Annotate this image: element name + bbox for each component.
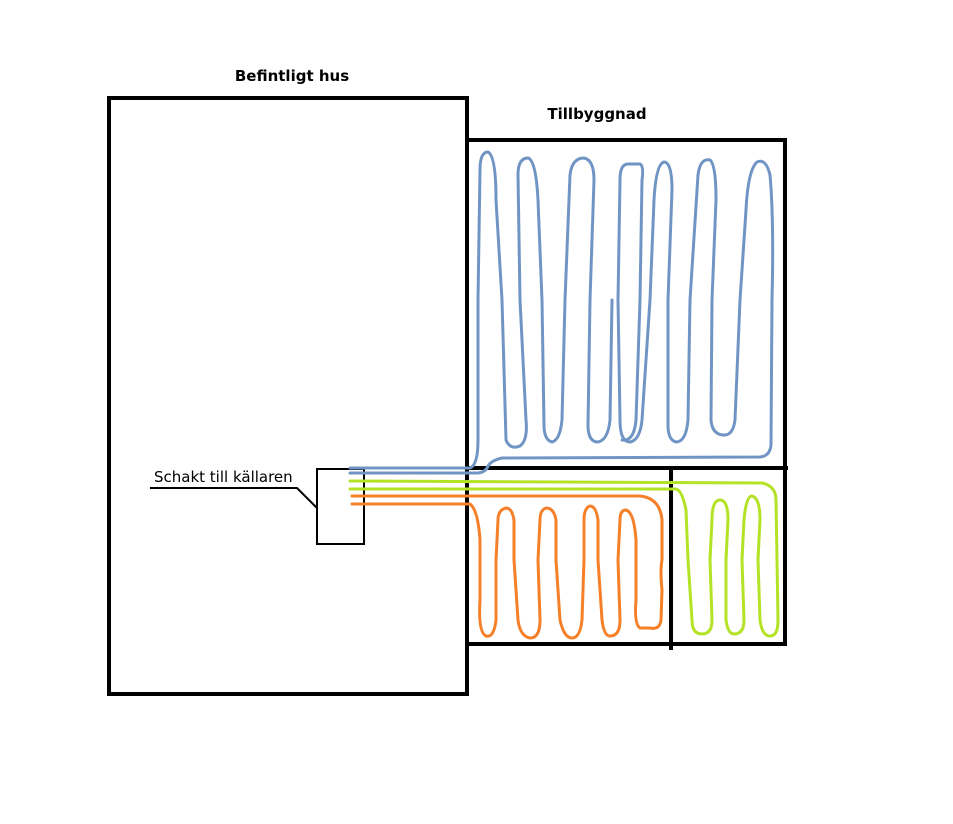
- existing-house-title: Befintligt hus: [235, 67, 349, 85]
- blue-loop: [348, 150, 775, 475]
- extension-title: Tillbyggnad: [547, 105, 646, 123]
- existing-house-outline: [107, 96, 469, 696]
- shaft-leader-line: [150, 487, 318, 509]
- shaft-box: [316, 468, 365, 545]
- extension-outline: [465, 138, 787, 646]
- green-loop: [348, 479, 780, 638]
- orange-loop: [350, 494, 664, 640]
- shaft-label: Schakt till källaren: [154, 468, 293, 486]
